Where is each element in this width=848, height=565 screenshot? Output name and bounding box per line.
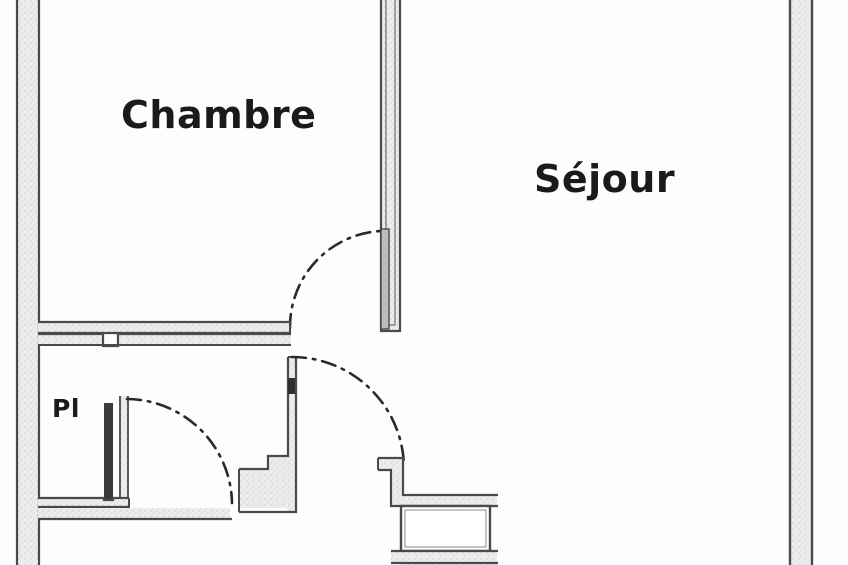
door-swing-arc-chambre — [288, 229, 383, 330]
door-leaf-chambre — [380, 228, 390, 330]
partition-wall-lower-left — [38, 508, 232, 521]
room-label-placard: Pl — [52, 394, 80, 423]
fixture-bathtub — [399, 504, 492, 553]
partition-wall-hall-left — [238, 356, 298, 514]
room-label-chambre: Chambre — [121, 93, 317, 137]
partition-wall-horizontal-top — [38, 320, 291, 335]
room-label-sejour: Séjour — [534, 157, 676, 201]
door-swing-arc-placard — [125, 397, 234, 505]
door-swing-arc-hall — [290, 355, 406, 468]
exterior-wall-right — [788, 0, 814, 565]
fixture-surround-wall — [391, 549, 498, 565]
exterior-wall-left — [15, 0, 41, 565]
partition-wall-horizontal-lower — [38, 332, 291, 348]
closet-placard — [38, 396, 130, 509]
